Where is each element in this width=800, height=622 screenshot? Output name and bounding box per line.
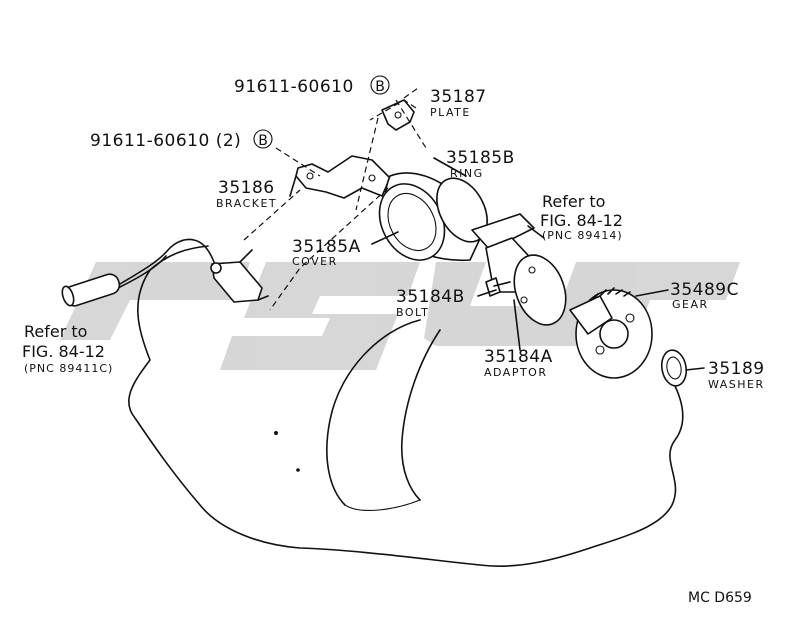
callout-ring-name: RING bbox=[450, 167, 484, 180]
callout-bolt-name: BOLT bbox=[396, 306, 429, 319]
svg-text:B: B bbox=[258, 133, 268, 149]
callout-cover-name: COVER bbox=[292, 255, 338, 268]
watermark-logo-icon bbox=[60, 262, 740, 370]
diagram-code: MC D659 bbox=[688, 590, 752, 606]
plate bbox=[381, 99, 415, 131]
callout-bracket-number: 35186 bbox=[218, 178, 275, 198]
callout-bolt-number: 35184B bbox=[396, 287, 465, 307]
callout-washer-name: WASHER bbox=[708, 378, 765, 391]
speedometer-sensor-icon bbox=[61, 238, 269, 307]
bracket bbox=[295, 155, 391, 199]
reference-right-line2: FIG. 84-12 bbox=[540, 211, 623, 230]
shaft bbox=[471, 213, 535, 251]
callout-bolt-top-part: 91611-60610 bbox=[234, 77, 354, 97]
ring bbox=[436, 177, 488, 243]
callout-bolt-left-part: 91611-60610 (2) bbox=[90, 131, 241, 151]
reference-left-line2: FIG. 84-12 bbox=[22, 342, 105, 361]
callout-bracket-name: BRACKET bbox=[216, 197, 277, 210]
callout-adaptor-number: 35184A bbox=[484, 347, 553, 367]
callout-plate-name: PLATE bbox=[430, 106, 471, 119]
leader-lines bbox=[243, 87, 705, 371]
adaptor bbox=[485, 237, 567, 326]
callout-adaptor-name: ADAPTOR bbox=[484, 366, 547, 379]
circled-b-icon: B bbox=[370, 75, 390, 95]
callout-ring-number: 35185B bbox=[446, 148, 515, 168]
reference-left-pnc: (PNC 89411C) bbox=[24, 362, 113, 375]
reference-left-line1: Refer to bbox=[24, 322, 87, 341]
svg-text:B: B bbox=[375, 79, 385, 95]
callout-cover-number: 35185A bbox=[292, 237, 361, 257]
reference-right-line1: Refer to bbox=[542, 192, 605, 211]
callout-gear-number: 35489C bbox=[670, 280, 739, 300]
bracket-hole bbox=[306, 172, 314, 180]
plate-hole bbox=[394, 111, 402, 119]
bracket-hole bbox=[368, 174, 376, 182]
callout-plate-number: 35187 bbox=[430, 87, 487, 107]
callout-gear-name: GEAR bbox=[672, 298, 709, 311]
washer-icon bbox=[660, 349, 688, 387]
callout-washer-number: 35189 bbox=[708, 359, 765, 379]
circled-b-icon: B bbox=[253, 129, 273, 149]
reference-right-pnc: (PNC 89414) bbox=[542, 229, 623, 242]
gear-icon bbox=[569, 287, 653, 379]
